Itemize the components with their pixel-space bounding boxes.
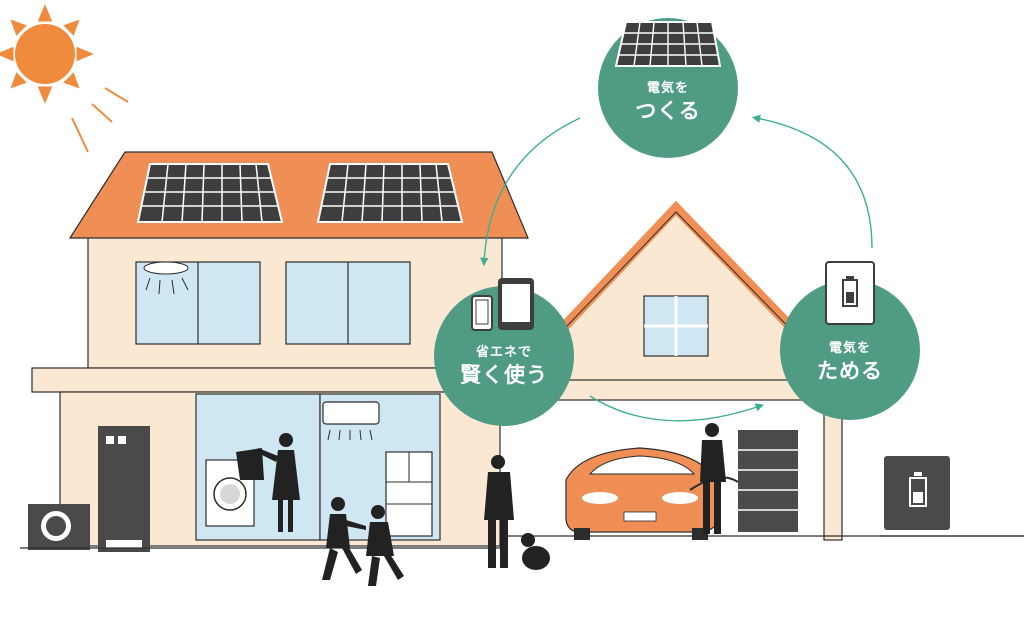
person-walking-dog-icon (484, 455, 550, 570)
use-small-text: 省エネで (475, 345, 532, 360)
storage-battery-rack-icon (738, 430, 798, 532)
battery-storage-icon (825, 261, 875, 325)
upper-window-right (285, 261, 411, 345)
person-charging-car-icon (700, 423, 726, 534)
children-playing-icon (322, 497, 404, 586)
main-roof (68, 151, 529, 239)
solar-panel-icon (614, 21, 722, 67)
create-small-text: 電気を (646, 81, 689, 96)
outdoor-ac-unit-icon (28, 504, 90, 550)
arrow-use-to-store (589, 395, 764, 422)
create-large-text: つくる (635, 98, 701, 123)
sun-icon (0, 4, 129, 153)
use-large-text: 賢く使う (460, 362, 548, 387)
create-electricity-label: 電気を つくる (618, 81, 718, 123)
upper-window-left (135, 261, 261, 345)
air-conditioner-icon (322, 401, 380, 441)
person-hanging-laundry-icon (236, 433, 300, 532)
ceiling-light-icon (143, 261, 189, 275)
roof-solar-panel-right (316, 163, 464, 223)
water-heater-icon (98, 426, 150, 552)
home-battery-unit-icon (880, 456, 1024, 537)
store-small-text: 電気を (828, 341, 871, 356)
roof-solar-panel-left (136, 163, 284, 223)
electric-car-icon (565, 447, 739, 540)
washing-machine-icon (205, 459, 255, 527)
store-large-text: ためる (817, 358, 883, 383)
main-house (20, 151, 529, 552)
arrow-create-to-use (480, 117, 581, 267)
store-electricity-circle (780, 280, 920, 420)
use-smartly-circle (434, 286, 574, 426)
smart-devices-icon (471, 278, 534, 331)
store-electricity-label: 電気を ためる (800, 341, 900, 383)
arrow-store-to-create (751, 114, 873, 249)
use-smartly-label: 省エネで 賢く使う (444, 345, 564, 387)
refrigerator-icon (385, 451, 433, 537)
